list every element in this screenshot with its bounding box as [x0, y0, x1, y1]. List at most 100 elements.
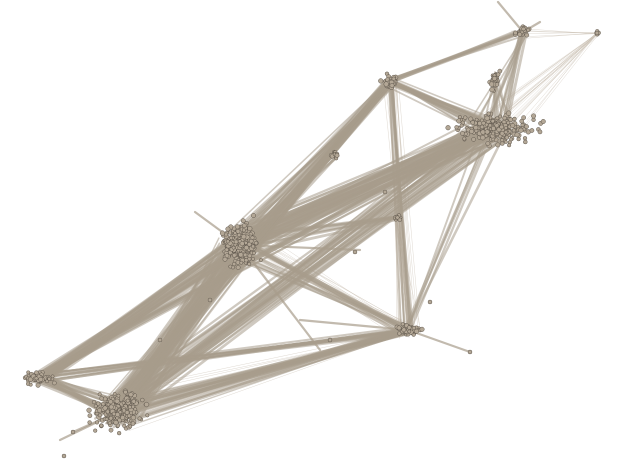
- graph-node: [87, 420, 92, 425]
- graph-node: [487, 123, 493, 128]
- graph-node: [414, 328, 420, 334]
- graph-node: [251, 256, 256, 261]
- graph-node: [445, 125, 451, 131]
- graph-node: [87, 413, 93, 418]
- graph-edge: [409, 134, 493, 331]
- graph-node: [411, 326, 416, 331]
- graph-node: [102, 405, 108, 411]
- graph-node: [513, 30, 518, 36]
- graph-edge: [406, 125, 495, 329]
- graph-node: [99, 396, 104, 401]
- graph-node: [107, 421, 112, 426]
- graph-node: [38, 376, 44, 382]
- graph-node: [130, 421, 136, 426]
- graph-node: [239, 260, 244, 265]
- graph-node: [521, 115, 526, 120]
- graph-node: [468, 116, 474, 122]
- graph-node: [522, 136, 528, 141]
- graph-node: [225, 226, 231, 232]
- graph-node: [463, 115, 468, 120]
- graph-node: [247, 225, 253, 232]
- graph-node: [239, 241, 245, 247]
- graph-node: [519, 118, 525, 124]
- graph-node: [122, 423, 127, 428]
- graph-node: [495, 142, 501, 148]
- graph-edge: [383, 30, 522, 83]
- graph-node: [327, 337, 333, 343]
- graph-node: [235, 260, 241, 265]
- graph-node: [506, 120, 511, 125]
- graph-node: [506, 110, 512, 116]
- graph-node: [526, 27, 531, 32]
- graph-node: [219, 230, 226, 236]
- graph-node: [116, 431, 122, 436]
- graph-edge: [406, 328, 472, 354]
- graph-node: [207, 297, 213, 303]
- graph-node: [524, 32, 530, 38]
- graph-node: [503, 126, 508, 131]
- graph-edge: [503, 32, 521, 120]
- graph-node: [145, 413, 150, 418]
- faint-edge: [254, 238, 414, 328]
- graph-edge: [32, 123, 513, 379]
- graph-node: [462, 136, 467, 141]
- graph-edge: [45, 138, 488, 378]
- graph-node: [484, 129, 490, 135]
- graph-node: [127, 405, 132, 410]
- graph-node: [241, 228, 246, 233]
- graph-node: [396, 325, 402, 331]
- graph-node: [500, 138, 505, 143]
- graph-node: [491, 126, 496, 131]
- graph-node: [473, 125, 479, 131]
- graph-node: [224, 253, 230, 259]
- graph-node: [95, 401, 101, 406]
- graph-node: [108, 416, 114, 421]
- graph-node: [104, 417, 109, 422]
- graph-node: [52, 380, 57, 386]
- graph-node: [460, 131, 465, 136]
- graph-node: [401, 327, 407, 333]
- graph-node: [233, 239, 239, 245]
- graph-node: [395, 215, 400, 220]
- graph-node: [99, 423, 104, 428]
- graph-node: [383, 81, 389, 87]
- graph-node: [123, 389, 128, 395]
- graph-node: [508, 117, 514, 122]
- graph-node: [91, 399, 97, 405]
- graph-edge: [125, 330, 402, 417]
- graph-node: [485, 141, 491, 146]
- graph-node: [240, 218, 246, 224]
- graph-node: [503, 130, 508, 135]
- graph-node: [112, 391, 117, 396]
- graph-node: [509, 137, 514, 142]
- graph-node: [121, 401, 126, 405]
- node-layer: [22, 24, 601, 459]
- graph-node: [397, 331, 402, 336]
- graph-node: [61, 453, 67, 459]
- graph-node: [470, 120, 475, 125]
- graph-node: [531, 113, 537, 119]
- faint-edge: [518, 30, 598, 34]
- graph-node: [510, 123, 516, 128]
- graph-node: [130, 415, 136, 421]
- graph-node: [228, 264, 233, 269]
- graph-edge: [129, 331, 410, 421]
- graph-node: [495, 116, 500, 121]
- graph-node: [488, 81, 495, 87]
- graph-node: [524, 124, 529, 130]
- graph-node: [247, 253, 253, 259]
- graph-node: [407, 325, 412, 330]
- graph-node: [232, 261, 237, 267]
- graph-node: [232, 253, 237, 258]
- graph-node: [131, 399, 136, 404]
- graph-node: [520, 122, 525, 128]
- graph-edge: [238, 243, 362, 252]
- graph-node: [507, 143, 512, 148]
- graph-node: [241, 234, 247, 240]
- faint-edge: [526, 32, 598, 39]
- graph-node: [34, 370, 39, 375]
- graph-node: [594, 30, 600, 36]
- graph-node: [157, 337, 163, 343]
- graph-node: [481, 121, 486, 126]
